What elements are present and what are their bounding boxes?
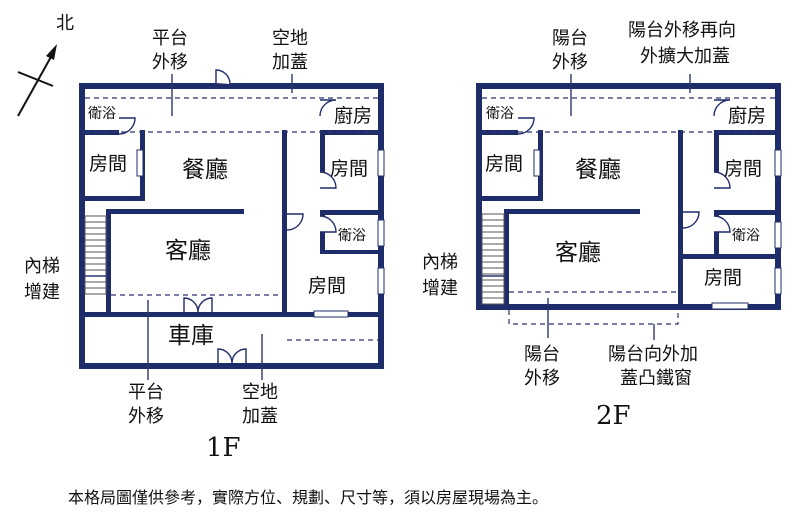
dashed-boundary [508,310,679,325]
wall [504,209,640,214]
plan-1f: 衛浴 廚房 房間 餐廳 房間 客廳 衛浴 房間 車庫 平台 外移 空地 加蓋 內… [24,28,385,463]
window [774,267,782,295]
note-balcony-line2: 外移 [552,52,588,73]
door [713,99,731,117]
room-label-bedroom: 房間 [704,267,742,289]
note-platform-line2: 外移 [152,52,188,73]
wall [79,312,384,317]
window [377,219,385,247]
door [517,117,535,135]
compass-arrow-icon [17,44,57,117]
room-label-kitchen: 廚房 [334,104,372,127]
wall [683,254,781,259]
wall [476,304,781,310]
note-balcony-line1: 陽台 [524,344,560,365]
wall [79,83,85,369]
door [217,348,247,364]
room-label-bath: 衛浴 [732,228,760,244]
window [377,267,385,295]
stair [84,215,107,295]
room-label-bedroom: 房間 [89,153,127,175]
note-platform-line1: 平台 [152,28,188,49]
room-label-dining: 餐廳 [182,157,228,183]
window [711,302,749,310]
wall [714,210,719,256]
door [286,213,304,231]
wall [320,130,325,184]
room-label-bedroom: 房間 [330,158,368,180]
wall [320,210,384,215]
door [713,215,731,233]
window [313,310,349,318]
note-window-line2: 蓋凸鐵窗 [620,368,692,389]
note-stair-line1: 內梯 [24,256,60,277]
note-stair-line2: 增建 [24,282,60,303]
room-label-bath: 衛浴 [88,106,116,122]
room-label-dining: 餐廳 [575,157,621,183]
wall [79,196,144,201]
room-label-bath: 衛浴 [486,106,514,122]
room-label-living: 客廳 [555,240,601,266]
door [319,99,337,117]
door [682,211,700,229]
disclaimer-text: 本格局圖僅供參考，實際方位、規劃、尺寸等，須以房屋現場為主。 [68,488,548,507]
wall [282,220,287,317]
stair [481,213,505,305]
compass-north-label: 北 [56,13,74,34]
door [183,297,213,313]
wall [775,83,781,310]
note-balcony-line2: 外移 [524,368,560,389]
plan-2f: 衛浴 廚房 房間 餐廳 房間 客廳 衛浴 房間 陽台 外移 陽台外移再向 外擴大… [422,20,782,431]
room-label-living: 客廳 [165,238,211,264]
room-label-bedroom: 房間 [724,158,762,180]
note-open-line1: 空地 [272,28,308,49]
room-label-kitchen: 廚房 [728,104,766,127]
room-label-bedroom: 房間 [308,275,346,297]
wall [79,363,384,369]
window [774,149,782,177]
wall [476,83,781,89]
wall [282,130,287,220]
note-stair-line1: 內梯 [422,252,458,273]
door [713,171,731,189]
room-label-garage: 車庫 [168,323,214,349]
door [319,215,337,233]
room-label-bath: 衛浴 [338,228,366,244]
note-balcony-line1: 陽台 [552,28,588,49]
wall [79,83,384,89]
wall [320,130,384,135]
wall [714,130,719,184]
note-balcony-expand-line1: 陽台外移再向 [628,20,736,41]
note-platform-line2: 外移 [128,406,164,427]
wall [106,209,111,317]
window [533,149,541,177]
door [319,171,337,189]
wall [504,209,509,310]
note-open-line2: 加蓋 [272,52,308,73]
floor-label-1f: 1F [206,433,241,463]
wall [714,210,781,215]
wall [320,250,384,254]
wall [476,196,542,201]
door [215,69,231,85]
note-window-line1: 陽台向外加 [608,344,698,365]
wall [678,130,683,310]
window [377,149,385,177]
room-label-bedroom: 房間 [485,153,523,175]
note-stair-line2: 增建 [422,278,458,299]
note-open-line2: 加蓋 [242,406,278,427]
note-balcony-expand-line2: 外擴大加蓋 [640,46,730,67]
window [774,221,782,249]
window [136,149,144,177]
wall [106,209,244,214]
note-open-line1: 空地 [242,382,278,403]
note-platform-line1: 平台 [128,382,164,403]
door [118,117,136,135]
wall [476,130,518,135]
floor-label-2f: 2F [596,401,631,431]
